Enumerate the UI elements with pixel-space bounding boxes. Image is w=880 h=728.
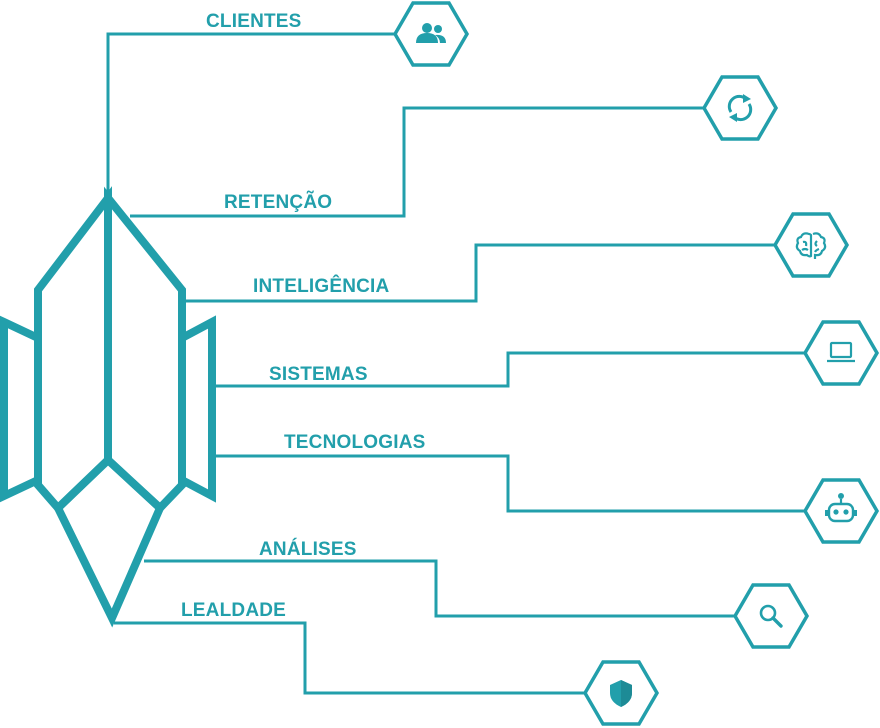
node-retencao: [701, 75, 779, 141]
label-analises: ANÁLISES: [259, 538, 357, 560]
node-clientes: [392, 1, 470, 67]
crystal-right-panel: [104, 186, 186, 514]
connector-retencao: [130, 106, 706, 218]
connector-lealdade: [114, 621, 588, 695]
connectors: [106, 32, 808, 695]
hexagon: [732, 583, 810, 649]
crystal-shape: [0, 186, 216, 628]
labels: CLIENTES RETENÇÃO INTELIGÊNCIA SISTEMAS …: [181, 11, 426, 621]
crystal-right-wing: [178, 315, 216, 503]
hexagon: [802, 478, 880, 544]
connector-tecnologias: [216, 454, 808, 513]
label-sistemas: SISTEMAS: [269, 364, 368, 385]
robot-icon: [825, 493, 857, 523]
shield-icon: [610, 680, 632, 707]
laptop-icon: [827, 341, 855, 363]
label-tecnologias: TECNOLOGIAS: [284, 432, 426, 453]
brain-icon: [795, 232, 827, 259]
hexagon: [802, 320, 880, 386]
crystal-left-wing: [0, 315, 42, 503]
connector-sistemas: [216, 351, 808, 388]
sync-icon: [727, 94, 753, 122]
label-lealdade: LEALDADE: [181, 600, 286, 621]
node-analises: [732, 583, 810, 649]
connector-analises: [144, 559, 738, 618]
label-clientes: CLIENTES: [206, 11, 302, 32]
connector-inteligencia: [186, 243, 778, 303]
users-icon: [416, 23, 446, 43]
connector-clientes: [106, 32, 400, 192]
hexagon: [701, 75, 779, 141]
node-sistemas: [802, 320, 880, 386]
node-inteligencia: [772, 212, 850, 278]
search-icon: [759, 604, 783, 628]
crystal-left-panel: [34, 186, 112, 514]
label-inteligencia: INTELIGÊNCIA: [253, 275, 390, 297]
node-lealdade: [582, 660, 660, 726]
label-retencao: RETENÇÃO: [224, 191, 332, 213]
crystal-tip: [53, 454, 165, 628]
node-tecnologias: [802, 478, 880, 544]
